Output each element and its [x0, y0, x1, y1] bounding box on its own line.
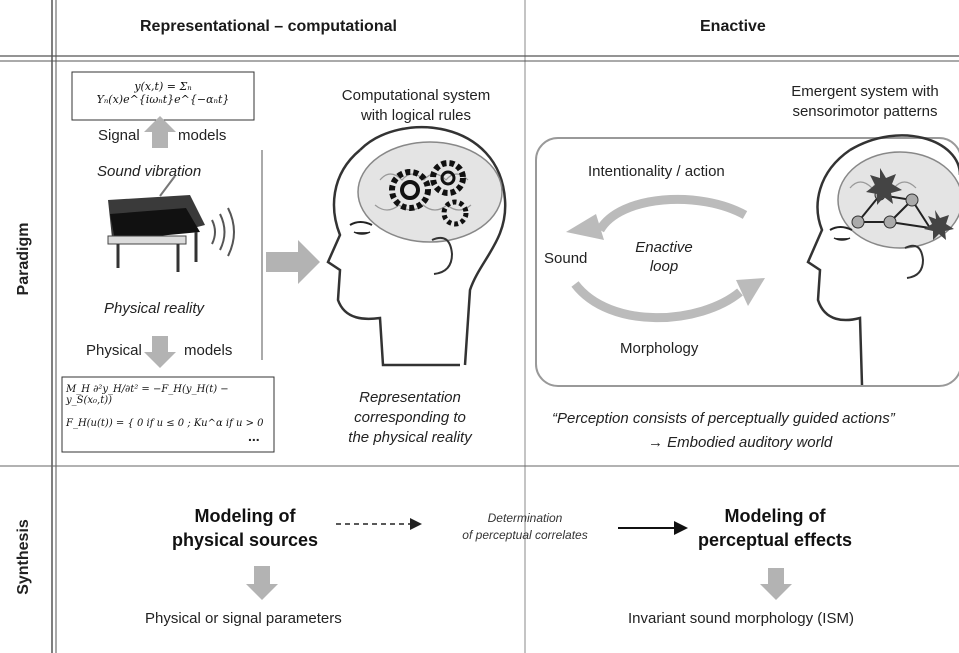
sound-vibration-label: Sound vibration — [97, 163, 202, 180]
synthesis-right-title: Modeling of perceptual effects — [697, 506, 853, 550]
intentionality-label: Intentionality / action — [588, 163, 725, 180]
synthesis-right-result: Invariant sound morphology (ISM) — [628, 610, 854, 627]
synthesis-left-title: Modeling of physical sources — [171, 506, 319, 550]
morphology-label: Morphology — [620, 340, 699, 357]
physical-models-label: models — [184, 342, 233, 359]
representation-label: Representation corresponding to the phys… — [348, 389, 472, 446]
header-right: Enactive — [700, 18, 766, 35]
loop-top-arrow — [596, 194, 748, 233]
header-left: Representational – computational — [140, 18, 397, 35]
loop-bottom-arrow — [571, 281, 743, 323]
right-head-illustration — [806, 134, 959, 386]
piano-illustration — [107, 175, 235, 272]
computational-system-label: Computational system with logical rules — [341, 87, 491, 124]
signal-up-arrow — [144, 116, 176, 148]
solid-arrow-head — [674, 521, 688, 535]
synthesis-right-down-arrow — [760, 568, 792, 600]
enactive-frame — [535, 137, 959, 387]
embodied-world-label: → Embodied auditory world — [648, 434, 833, 451]
signal-models-label: models — [178, 127, 227, 144]
physical-label: Physical — [86, 342, 142, 359]
row-label-paradigm: Paradigm — [15, 222, 32, 296]
physical-equation-box — [61, 376, 275, 453]
emergent-system-label: Emergent system with sensorimotor patter… — [791, 83, 939, 120]
signal-label: Signal — [98, 127, 140, 144]
physical-down-arrow — [144, 336, 176, 368]
left-head-illustration — [326, 125, 507, 367]
loop-top-arrowhead — [566, 214, 604, 240]
physical-equation-ellipsis: ... — [248, 428, 260, 444]
synthesis-left-result: Physical or signal parameters — [145, 610, 342, 627]
physical-reality-label: Physical reality — [104, 300, 205, 317]
perception-quote: “Perception consists of perceptually gui… — [552, 410, 895, 427]
dashed-arrow-head — [410, 518, 422, 530]
signal-equation: y(x,t) = Σₙ Yₙ(x)e^{iωₙt}e^{−αₙt} — [96, 80, 230, 106]
row-label-synthesis: Synthesis — [15, 519, 32, 595]
synthesis-left-down-arrow — [246, 566, 278, 600]
loop-bottom-arrowhead — [736, 278, 765, 306]
physical-equation: M_H ∂²y_H/∂t² = −F_H(y_H(t) − y_S(x₀,t))… — [66, 384, 264, 429]
enactive-loop-label: Enactive loop — [635, 239, 693, 275]
to-brain-arrow — [266, 240, 320, 284]
synthesis-middle-label: Determination of perceptual correlates — [462, 511, 588, 542]
sound-label: Sound — [544, 250, 588, 267]
